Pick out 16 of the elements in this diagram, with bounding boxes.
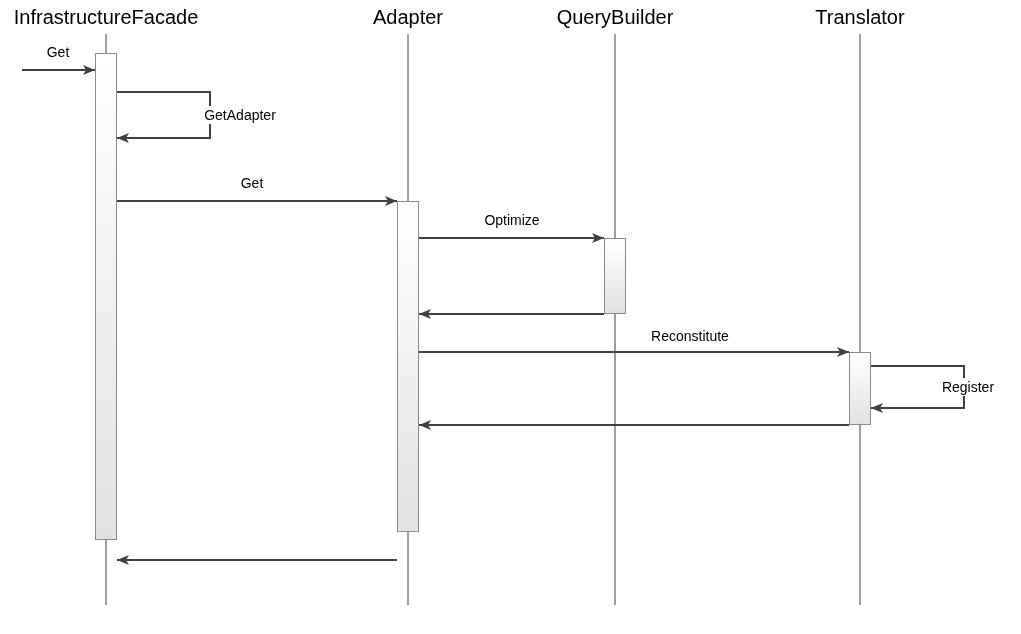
edge-label: Register	[940, 378, 996, 396]
message-arrow	[116, 196, 398, 206]
message-arrow	[116, 555, 398, 565]
message-arrow	[116, 91, 211, 143]
message-arrow	[418, 420, 850, 430]
activation-bar	[397, 201, 419, 532]
message-arrow	[418, 233, 605, 243]
message-arrow	[870, 365, 965, 413]
edge-label: Optimize	[483, 211, 541, 229]
message-arrow	[418, 347, 850, 357]
edge-label: GetAdapter	[203, 106, 277, 124]
message-arrow	[418, 309, 605, 319]
activation-bar	[95, 53, 117, 540]
activation-bar	[604, 238, 626, 314]
activation-bar	[849, 352, 871, 425]
message-arrow	[21, 65, 96, 75]
